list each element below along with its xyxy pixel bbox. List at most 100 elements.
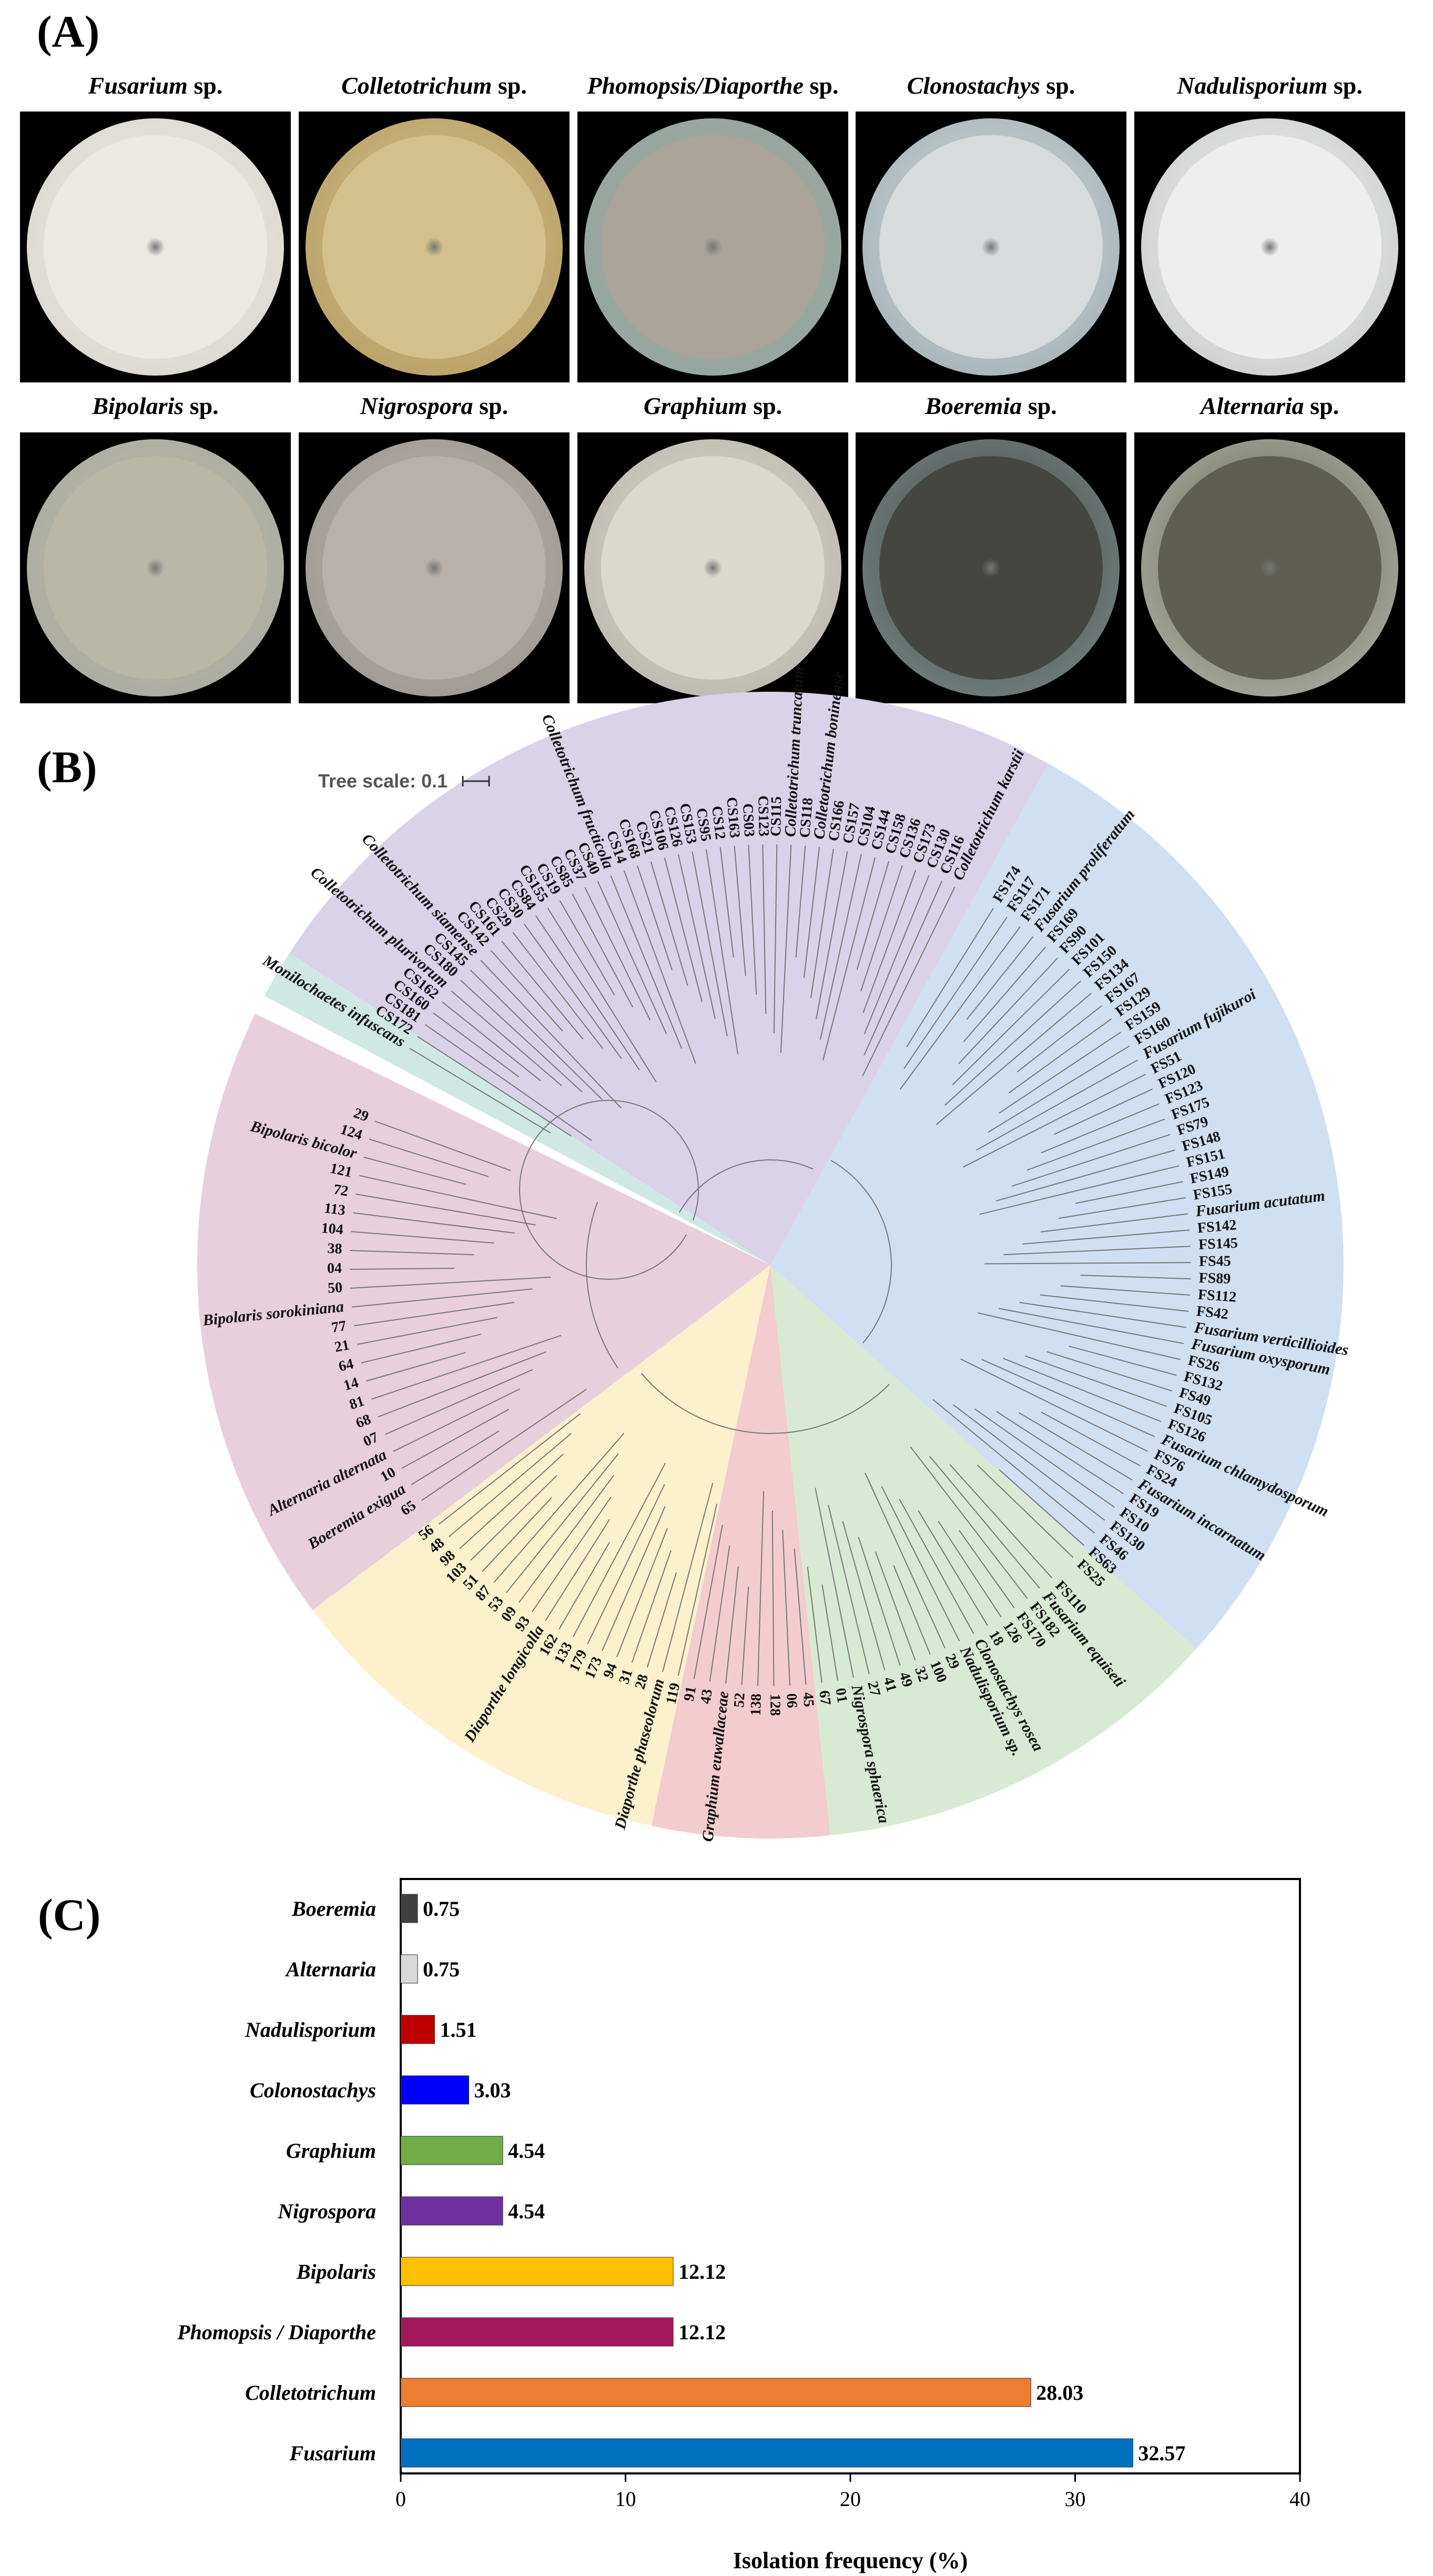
tree-isolate-label: FS117: [1004, 874, 1039, 915]
tree-isolate-label: FS79: [1175, 1113, 1210, 1138]
bar-alternaria: [400, 1954, 418, 1984]
tree-branch: [725, 1566, 739, 1684]
bar-phomopsis-diaporthe: [400, 2317, 674, 2347]
plate-title: Boeremia sp.: [856, 392, 1126, 420]
tree-branch: [780, 844, 792, 1053]
tree-branch: [417, 1036, 572, 1137]
tree-isolate-label: CS130: [923, 826, 954, 871]
tree-isolate-label: FS134: [1092, 956, 1132, 994]
tree-isolate-label: FS145: [1198, 1235, 1238, 1253]
bar-value-label: 3.03: [474, 2078, 511, 2102]
tree-isolate-label: 07: [361, 1429, 381, 1450]
tree-branch: [559, 900, 615, 996]
plate-suffix: sp.: [187, 72, 223, 99]
tree-species-label: Fusarium equiseti: [1039, 1588, 1129, 1691]
tree-branch: [357, 1317, 497, 1345]
tree-isolate-label: 179: [566, 1647, 591, 1674]
tree-branch: [482, 1497, 552, 1572]
tree-species-label: Colletotrichum plurivorum: [307, 864, 452, 992]
plate-genus: Nadulisporium: [1177, 72, 1328, 99]
tree-isolate-label: CS106: [645, 808, 672, 852]
tree-branch: [1019, 1301, 1187, 1328]
tree-isolate-label: FS110: [1052, 1578, 1090, 1617]
tree-branch: [351, 1231, 494, 1244]
tree-branch: [906, 908, 994, 1047]
clade-sector-bipolaris: [197, 1014, 770, 1610]
tree-isolate-label: 128: [767, 1694, 783, 1716]
panel-c-label: (C): [38, 1890, 101, 1940]
bar-value-label: 4.54: [508, 2139, 545, 2163]
tree-internal-arc: [519, 1099, 699, 1280]
tree-species-label: Colletotrichum karstii: [949, 746, 1028, 883]
tree-isolate-label: FS130: [1107, 1518, 1148, 1554]
tree-species-label: Nadulisporium sp.: [956, 1643, 1026, 1759]
tree-isolate-label: FS24: [1144, 1461, 1180, 1491]
tree-branch: [597, 881, 667, 1034]
tree-isolate-label: FS167: [1102, 969, 1143, 1006]
tree-branch: [411, 1430, 500, 1486]
bar-bipolaris: [400, 2257, 674, 2286]
tree-isolate-label: 94: [600, 1661, 621, 1680]
tree-branch: [378, 1351, 547, 1418]
bar-value-label: 28.03: [1036, 2381, 1083, 2405]
category-label: Graphium: [286, 2139, 376, 2163]
tree-isolate-label: FS90: [1056, 922, 1090, 956]
tree-branch: [804, 847, 820, 978]
tree-branch: [963, 946, 1046, 1043]
tree-branch: [385, 1369, 533, 1435]
tree-branch: [862, 886, 956, 1076]
tree-isolate-label: 14: [342, 1375, 360, 1395]
tree-species-label: Diaporthe longicolla: [461, 1622, 547, 1745]
tree-branch: [531, 1497, 612, 1612]
tree-branch: [512, 932, 603, 1049]
tree-branch: [856, 861, 890, 970]
panel-a-label: (A): [37, 6, 100, 57]
tree-branch: [981, 1359, 1155, 1437]
tree-branch: [519, 1474, 615, 1603]
tree-scale-bar: [462, 776, 490, 786]
tree-isolate-label: 38: [327, 1240, 342, 1257]
fungal-colony: [1158, 135, 1381, 359]
tree-isolate-label: 18: [985, 1628, 1007, 1649]
plate-title: Nadulisporium sp.: [1134, 72, 1405, 99]
tree-species-label: Boeremia exigua: [304, 1480, 409, 1553]
tree-isolate-label: 48: [426, 1534, 448, 1557]
category-label: Alternaria: [284, 1957, 376, 1981]
tree-branch: [741, 1587, 749, 1685]
tree-branch: [677, 1503, 718, 1676]
tree-branch: [1069, 1345, 1177, 1376]
petri-dish: [1141, 118, 1398, 376]
tree-branch: [932, 1399, 1095, 1534]
tree-branch: [979, 1165, 1180, 1215]
category-label: Phomopsis / Diaporthe: [177, 2320, 376, 2344]
tree-branch: [1018, 1412, 1133, 1481]
tree-isolate-label: 119: [663, 1681, 683, 1705]
tree-isolate-label: CS29: [482, 894, 515, 930]
tree-branch: [421, 1389, 587, 1501]
tree-isolate-label: 113: [323, 1200, 347, 1219]
tree-branch: [1022, 1229, 1190, 1245]
tree-branch: [637, 865, 673, 971]
tree-isolate-label: FS159: [1122, 998, 1164, 1034]
tree-branch: [995, 1149, 1175, 1202]
petri-dish: [306, 439, 563, 696]
tree-isolate-label: FS112: [1197, 1287, 1237, 1306]
tree-branch: [480, 959, 622, 1109]
tree-isolate-label: 27: [864, 1680, 883, 1698]
tree-branch: [460, 979, 583, 1093]
tree-branch: [1027, 1118, 1165, 1171]
tree-isolate-label: FS155: [1192, 1181, 1234, 1204]
tree-isolate-label: 29: [351, 1105, 371, 1125]
plate-suffix: sp.: [184, 392, 219, 419]
fungal-colony: [44, 456, 267, 680]
tree-branch: [433, 1013, 520, 1078]
tree-branch: [616, 1528, 668, 1658]
tree-branch: [863, 875, 930, 1035]
tree-branch: [1041, 1213, 1188, 1233]
tree-species-label: Alternaria alternata: [264, 1446, 389, 1520]
bar-graphium: [400, 2136, 503, 2165]
tree-branch: [734, 845, 746, 976]
tree-isolate-label: 138: [748, 1693, 765, 1716]
tree-scale-label: Tree scale: 0.1: [318, 770, 448, 792]
tree-species-label: Fusarium fujikuroi: [1139, 985, 1259, 1063]
